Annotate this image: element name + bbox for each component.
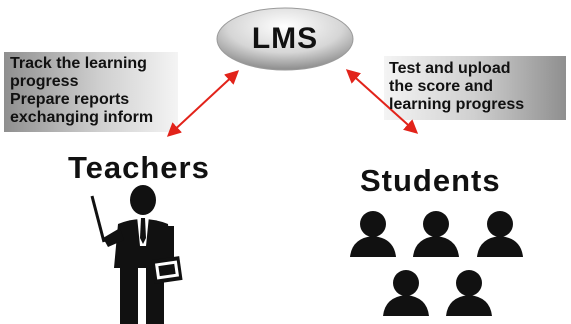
student-icon bbox=[477, 211, 523, 257]
teacher-note-box bbox=[4, 52, 178, 132]
students-heading: Students bbox=[360, 163, 501, 198]
student-note-line: learning progress bbox=[389, 96, 525, 113]
teacher-note-line: Prepare reports bbox=[10, 91, 130, 108]
teacher-note-line: exchanging inform bbox=[10, 109, 154, 126]
student-group-icon bbox=[350, 211, 523, 316]
teachers-heading: Teachers bbox=[68, 150, 210, 185]
teacher-note-line: progress bbox=[10, 73, 79, 90]
student-icon bbox=[350, 211, 396, 257]
lms-ellipse bbox=[216, 7, 354, 71]
teacher-tie-icon bbox=[137, 216, 149, 246]
student-note-line: the score and bbox=[389, 78, 494, 95]
teacher-note: Track the learning progress Prepare repo… bbox=[10, 55, 153, 127]
teacher-presenting-icon bbox=[90, 185, 183, 324]
student-icon bbox=[383, 270, 429, 316]
student-icon bbox=[413, 211, 459, 257]
student-note: Test and upload the score and learning p… bbox=[389, 60, 524, 114]
teacher-note-line: Track the learning bbox=[10, 55, 147, 72]
student-icon bbox=[446, 270, 492, 316]
lms-label: LMS bbox=[251, 22, 319, 55]
student-note-line: Test and upload bbox=[389, 60, 511, 77]
folder-inner bbox=[158, 263, 176, 277]
teacher-lms-arrow bbox=[166, 70, 240, 137]
student-lms-arrow bbox=[345, 69, 419, 134]
